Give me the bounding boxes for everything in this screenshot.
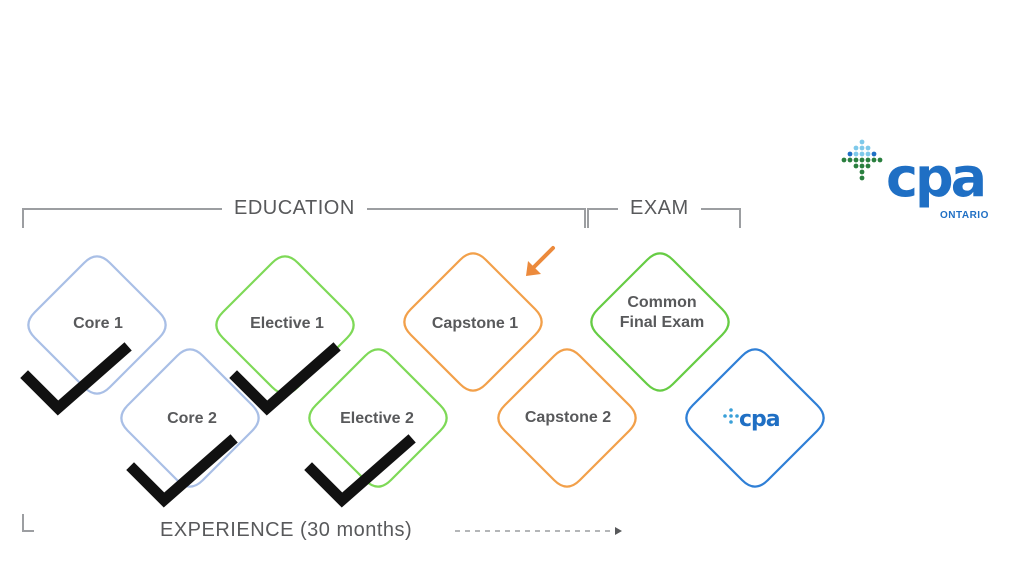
cpa-logo-region: ONTARIO bbox=[940, 210, 989, 221]
cpa-logo-leaf-dot bbox=[841, 157, 847, 163]
cpa-logo-leaf-dot bbox=[859, 145, 865, 151]
education-heading: EDUCATION bbox=[222, 197, 367, 219]
module-label-core-2: Core 2 bbox=[167, 410, 217, 427]
cpa-logo-leaf-dot bbox=[859, 151, 865, 157]
module-capstone-2-diamond bbox=[497, 348, 637, 488]
module-elective-2-diamond bbox=[308, 348, 448, 488]
module-common-final-exam-diamond bbox=[590, 252, 730, 392]
cpa-logo-leaf-dot bbox=[853, 151, 859, 157]
experience-label: EXPERIENCE (30 months) bbox=[150, 519, 423, 541]
cpa-logo-leaf-dot bbox=[859, 163, 865, 169]
cpa-logo-leaf-dot bbox=[877, 157, 883, 163]
experience-arrow-icon bbox=[615, 527, 622, 535]
cpa-logo-leaf-dot bbox=[865, 157, 871, 163]
module-label-capstone-1: Capstone 1 bbox=[431, 315, 519, 332]
check-core-2-icon bbox=[126, 434, 238, 508]
cpa-logo-leaf-dot bbox=[859, 169, 865, 175]
cpa-logo-leaf-dot bbox=[859, 139, 865, 145]
cpa-small-logo-dot bbox=[723, 414, 727, 418]
current-step-arrow-icon bbox=[531, 246, 555, 270]
module-label-elective-2: Elective 2 bbox=[340, 410, 414, 427]
module-capstone-1-diamond bbox=[403, 252, 543, 392]
module-core-1-diamond bbox=[27, 255, 167, 395]
cpa-logo-leaf-dot bbox=[859, 175, 865, 181]
cpa-small-logo-dot bbox=[729, 414, 733, 418]
cpa-small-logo-dot bbox=[729, 420, 733, 424]
module-cpa-diamond bbox=[685, 348, 825, 488]
cpa-small-logo-dot bbox=[729, 408, 733, 412]
cpa-logo-wordmark: cpa bbox=[886, 146, 987, 209]
experience-bracket bbox=[22, 514, 34, 532]
exam-heading: EXAM bbox=[618, 197, 701, 219]
cpa-logo-leaf-dot bbox=[847, 157, 853, 163]
cpa-logo-leaf-dot bbox=[871, 151, 877, 157]
check-elective-1-icon bbox=[229, 342, 341, 416]
check-core-1-icon bbox=[20, 342, 132, 416]
cpa-small-logo: cpa bbox=[739, 407, 781, 432]
cpa-small-logo-dot bbox=[735, 414, 739, 418]
module-label-core-1: Core 1 bbox=[73, 315, 123, 332]
cpa-logo-leaf-dot bbox=[871, 157, 877, 163]
module-label-capstone-2: Capstone 2 bbox=[524, 409, 612, 426]
cpa-logo-leaf-dot bbox=[865, 163, 871, 169]
cpa-logo-leaf-dot bbox=[853, 157, 859, 163]
module-label-common-final-exam: Common Final Exam bbox=[619, 294, 705, 331]
cpa-logo-leaf-dot bbox=[853, 163, 859, 169]
cpa-logo-leaf-dot bbox=[859, 157, 865, 163]
module-label-elective-1: Elective 1 bbox=[250, 315, 324, 332]
check-elective-2-icon bbox=[304, 434, 416, 508]
cpa-logo-leaf-dot bbox=[853, 145, 859, 151]
cpa-logo-leaf-dot bbox=[865, 145, 871, 151]
cpa-logo-leaf-dot bbox=[847, 151, 853, 157]
cpa-logo-leaf-dot bbox=[865, 151, 871, 157]
current-step-arrowhead-icon bbox=[526, 261, 541, 276]
